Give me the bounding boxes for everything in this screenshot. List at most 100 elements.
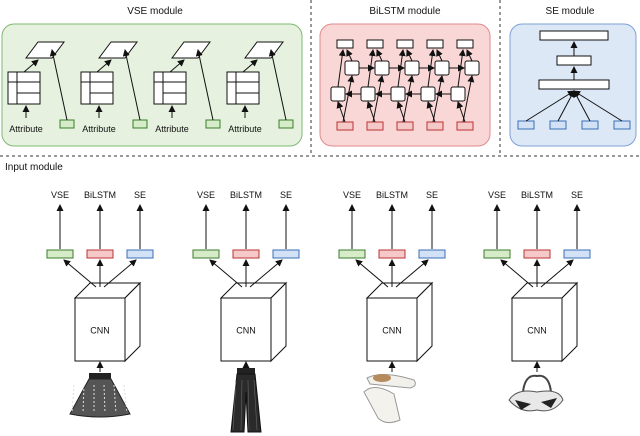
vse-feature-arrow [122,49,141,121]
bag-handle [522,374,552,393]
vse-attribute-table [226,71,260,105]
output-label: VSE [197,190,215,200]
bilstm-forward-node [374,60,390,76]
se-input-feature [549,120,567,130]
pants-stripe [240,379,243,431]
bilstm-output-arrow [367,49,376,88]
bilstm-backward-node [420,86,436,102]
vse-table-arrow [242,59,258,73]
cube-to-feature-arrow [249,259,283,288]
bag-accent [515,400,531,410]
cnn-cube-front [220,297,272,362]
bilstm-backward-node [390,86,406,102]
se-input-arrow [573,90,623,122]
cube-to-feature-arrow [355,259,389,288]
cube-to-feature-arrow [63,259,97,288]
bilstm-input-arrow [432,75,445,123]
input-module-title: Input module [5,162,63,173]
input-item-wide-pants [230,368,262,433]
se-input-feature [613,120,631,130]
se-input-feature [581,120,599,130]
skirt-waistband [89,373,111,379]
se-input-arrow [557,90,575,122]
bilstm-input-arrow [402,75,415,123]
bilstm-input-feature [456,121,474,131]
vse-unit: Attribute [7,41,75,134]
bilstm-output-arrow [466,49,473,62]
input-item-skirt [69,373,131,418]
skirt-pattern [82,384,85,414]
vse-attribute-label: Attribute [228,124,262,134]
bilstm-output-box [366,39,384,49]
vse-unit: Attribute [226,41,294,134]
vse-attribute-table [80,71,114,105]
se-module-title: SE module [546,6,595,17]
bilstm-output-arrow [346,49,353,62]
feature-vector-box [483,249,511,259]
output-label: SE [571,190,583,200]
bilstm-backward-node [450,86,466,102]
bilstm-forward-node [404,60,420,76]
se-layer-wide [538,79,610,90]
cnn-label: CNN [90,326,110,336]
se-layer-output [539,30,609,41]
vse-table-arrow [169,59,185,73]
output-label: BiLSTM [521,190,553,200]
skirt-pattern [103,384,106,414]
cube-to-feature-arrow [500,259,534,288]
output-label: BiLSTM [376,190,408,200]
output-label: VSE [343,190,361,200]
bag-accent [541,398,557,408]
bilstm-output-arrow [457,49,466,88]
bilstm-module-panel [319,23,491,147]
cnn-cube-front [366,297,418,362]
output-label: SE [280,190,292,200]
cnn-cube-front [511,297,563,362]
feature-vector-box [272,249,300,259]
cnn-label: CNN [236,326,256,336]
feature-vector-box [192,249,220,259]
pants-stripe [247,379,250,431]
vse-module-panel [1,23,303,147]
se-network [517,30,631,130]
vse-feature-box [132,119,148,129]
skirt-pattern [123,384,128,414]
slide-right [363,387,401,424]
bilstm-forward-node [344,60,360,76]
bilstm-input-arrow [342,75,355,123]
bilstm-input-feature [426,121,444,131]
bilstm-input-arrow [372,75,385,123]
bilstm-forward-node [464,60,480,76]
bilstm-module-title: BiLSTM module [369,6,441,17]
input-item-slides [363,374,416,424]
feature-vector-box [563,249,591,259]
slide-sole [373,374,391,382]
feature-vector-box [418,249,446,259]
bilstm-output-box [426,39,444,49]
skirt-pattern [113,384,117,414]
feature-vector-box [338,249,366,259]
skirt-pattern [71,384,75,414]
output-label: BiLSTM [84,190,116,200]
vse-table-arrow [96,59,112,73]
vse-attribute-label: Attribute [82,124,116,134]
vse-attribute-table [7,71,41,105]
cnn-label: CNN [527,326,547,336]
cube-to-feature-arrow [540,259,574,288]
cube-to-feature-arrow [103,259,137,288]
bilstm-output-arrow [406,49,413,62]
vse-module-title: VSE module [127,6,183,17]
feature-vector-box [523,249,551,259]
pants-waistband [237,368,255,374]
feature-vector-box [126,249,154,259]
vse-attribute-label: Attribute [155,124,189,134]
vse-feature-arrow [195,49,214,121]
bilstm-forward-node [434,60,450,76]
bilstm-input-arrow [462,75,475,123]
output-label: VSE [51,190,69,200]
